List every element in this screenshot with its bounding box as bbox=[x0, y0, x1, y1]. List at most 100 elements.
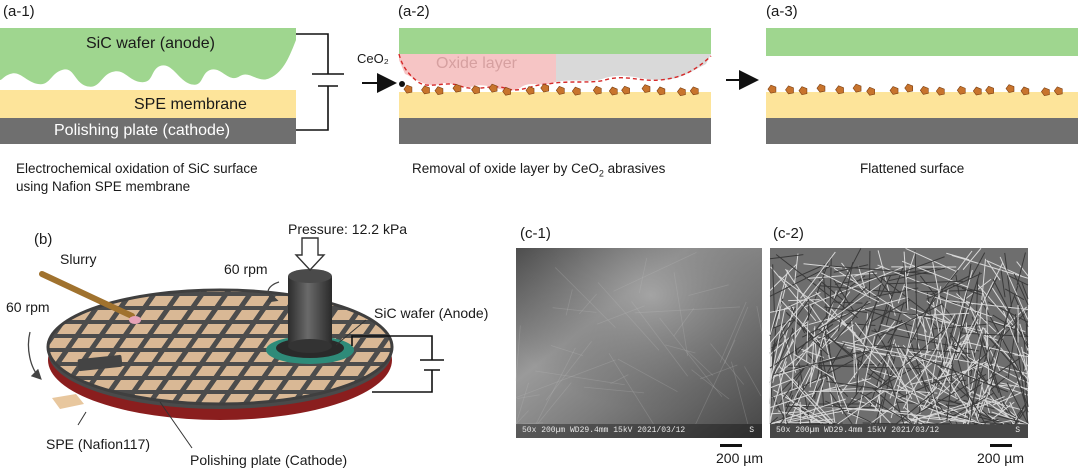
caption-a2-prefix: Removal of oxide layer by CeO bbox=[412, 161, 599, 176]
sem-texture-line bbox=[971, 252, 986, 277]
sem-texture-line bbox=[781, 300, 821, 344]
sem-texture-line bbox=[991, 401, 1015, 420]
sem-texture-line bbox=[862, 318, 872, 345]
sem-texture-line bbox=[929, 275, 970, 296]
sem-texture-line bbox=[565, 289, 573, 316]
scale-bar-c2 bbox=[990, 444, 1012, 447]
sem-texture-line bbox=[837, 390, 885, 425]
sem-texture-line bbox=[980, 288, 989, 310]
sem-texture-line bbox=[775, 366, 806, 410]
sem-texture-line bbox=[969, 333, 984, 425]
label-sic-wafer-anode: SiC wafer (anode) bbox=[86, 35, 215, 52]
sem-texture-line bbox=[833, 267, 913, 320]
sem-texture-line bbox=[809, 336, 829, 356]
sem-texture-line bbox=[515, 359, 616, 398]
sem-texture-line bbox=[973, 418, 999, 425]
panel-a3 bbox=[766, 28, 1078, 144]
sem-texture-line bbox=[869, 403, 898, 425]
panel-tag-c1: (c-1) bbox=[520, 225, 551, 242]
polishing-plate-layer bbox=[399, 118, 711, 144]
sem-texture-line bbox=[516, 394, 540, 399]
slurry-drop bbox=[129, 316, 141, 324]
label-oxide-layer: Oxide layer bbox=[436, 55, 517, 72]
sem-texture-line bbox=[815, 291, 863, 342]
sem-texture-line bbox=[1015, 409, 1027, 425]
sem-texture-line bbox=[841, 322, 876, 327]
sem-texture-line bbox=[638, 257, 648, 294]
sem-texture-line bbox=[977, 284, 1029, 343]
sem-texture-line bbox=[695, 339, 736, 425]
sem-texture-line bbox=[769, 329, 794, 383]
oxide-layer-region bbox=[399, 54, 556, 91]
sem-texture-line bbox=[916, 355, 1009, 393]
ceo2-particle bbox=[608, 86, 618, 96]
sem-texture-line bbox=[818, 329, 887, 383]
sem-texture-line bbox=[801, 302, 871, 338]
sem-texture-line bbox=[828, 390, 853, 425]
sem-texture-line bbox=[818, 282, 882, 329]
sem-texture-line bbox=[1021, 282, 1029, 299]
caption-a2-sub: 2 bbox=[598, 168, 604, 179]
holder-bottom bbox=[288, 339, 332, 353]
sem-texture-line bbox=[793, 367, 811, 400]
sem-texture-line bbox=[957, 318, 979, 361]
sem-texture-line bbox=[778, 298, 782, 320]
sem-texture-line bbox=[769, 321, 808, 356]
sem-texture-line bbox=[868, 250, 871, 299]
ceo2-particle bbox=[403, 84, 413, 94]
sem-texture-line bbox=[710, 343, 745, 385]
sem-texture-line bbox=[552, 307, 597, 313]
ceo2-particle bbox=[904, 83, 914, 93]
sem-texture-line bbox=[951, 271, 981, 366]
sem-texture-line bbox=[897, 402, 983, 425]
ceo2-particle bbox=[972, 86, 982, 96]
sem-texture-line bbox=[837, 262, 854, 332]
sem-texture-line bbox=[904, 321, 934, 412]
sem-texture-line bbox=[946, 300, 1029, 310]
sem-texture-line bbox=[769, 264, 797, 292]
sem-texture-line bbox=[951, 366, 986, 425]
sem-texture-line bbox=[805, 272, 878, 280]
sem-image-c2 bbox=[769, 247, 1029, 438]
sem-texture-line bbox=[1014, 314, 1018, 348]
ceo2-particle bbox=[835, 85, 844, 95]
sem-texture-line bbox=[805, 265, 907, 308]
sem-texture-line bbox=[1003, 402, 1018, 425]
sem-texture-line bbox=[583, 386, 645, 394]
sem-texture-line bbox=[872, 271, 893, 297]
ceo2-particle bbox=[434, 86, 444, 95]
label-ceo2: CeO₂ bbox=[357, 51, 389, 66]
sem-texture-line bbox=[1004, 288, 1025, 301]
sem-texture-line bbox=[1004, 252, 1013, 309]
ceo2-particle bbox=[452, 83, 462, 93]
sem-texture-line bbox=[1022, 361, 1029, 408]
sem-texture-line bbox=[980, 300, 1029, 387]
sem-texture-line bbox=[987, 412, 1029, 425]
sem-texture-line bbox=[815, 329, 836, 342]
sem-texture-line bbox=[1007, 309, 1019, 380]
sem-texture-line bbox=[903, 262, 908, 309]
sem-texture-line bbox=[981, 318, 1019, 332]
sem-texture-line bbox=[999, 256, 1029, 320]
sem-texture-line bbox=[769, 323, 834, 369]
sem-mark-c2: S bbox=[1015, 426, 1020, 435]
sem-texture-line bbox=[986, 260, 1022, 277]
ceo2-particle bbox=[677, 87, 686, 97]
sem-texture-line bbox=[863, 395, 892, 425]
ceo2-particle bbox=[785, 85, 794, 95]
ceo2-particle bbox=[798, 86, 808, 95]
sem-texture-line bbox=[778, 338, 794, 378]
ceo2-particle bbox=[689, 86, 699, 96]
sem-texture-line bbox=[857, 265, 866, 288]
sem-texture-line bbox=[873, 287, 919, 298]
disk-rim bbox=[46, 288, 394, 406]
panel-a1 bbox=[0, 28, 344, 144]
pressure-arrow bbox=[294, 237, 326, 272]
sem-texture-line bbox=[975, 375, 1008, 403]
sem-texture-line bbox=[953, 361, 988, 377]
oxide-boundary bbox=[398, 53, 712, 91]
sem-texture-line bbox=[905, 391, 910, 425]
sic-wafer bbox=[399, 28, 711, 54]
sem-texture-line bbox=[756, 306, 763, 334]
